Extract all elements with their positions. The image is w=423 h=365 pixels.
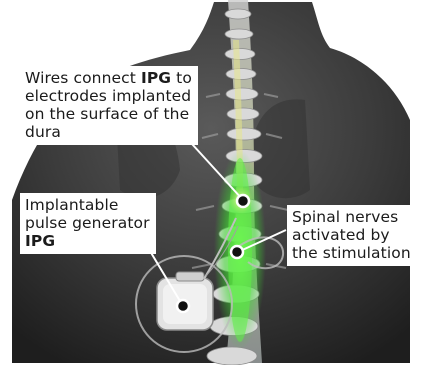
label-ipg: Implantable pulse generator IPG (20, 193, 156, 254)
label-wires-line2: electrodes implanted (25, 87, 192, 105)
label-wires-ipg: IPG (141, 69, 171, 87)
marker-dot-nerves (231, 246, 243, 258)
marker-dot-wires (237, 195, 249, 207)
label-ipg-line3: IPG (25, 232, 150, 250)
label-wires-line4: dura (25, 123, 192, 141)
label-nerves-line1: Spinal nerves (292, 208, 411, 226)
label-ipg-line1: Implantable (25, 196, 150, 214)
label-wires-text-a: Wires connect (25, 69, 141, 87)
label-nerves-line2: activated by (292, 226, 411, 244)
label-ipg-line2: pulse generator (25, 214, 150, 232)
marker-dot-ipg (177, 300, 189, 312)
label-wires: Wires connect IPG to electrodes implante… (20, 66, 198, 145)
label-nerves: Spinal nerves activated by the stimulati… (287, 205, 417, 266)
label-wires-line1: Wires connect IPG to (25, 69, 192, 87)
label-nerves-line3: the stimulation (292, 244, 411, 262)
label-wires-text-b: to (171, 69, 192, 87)
label-wires-line3: on the surface of the (25, 105, 192, 123)
